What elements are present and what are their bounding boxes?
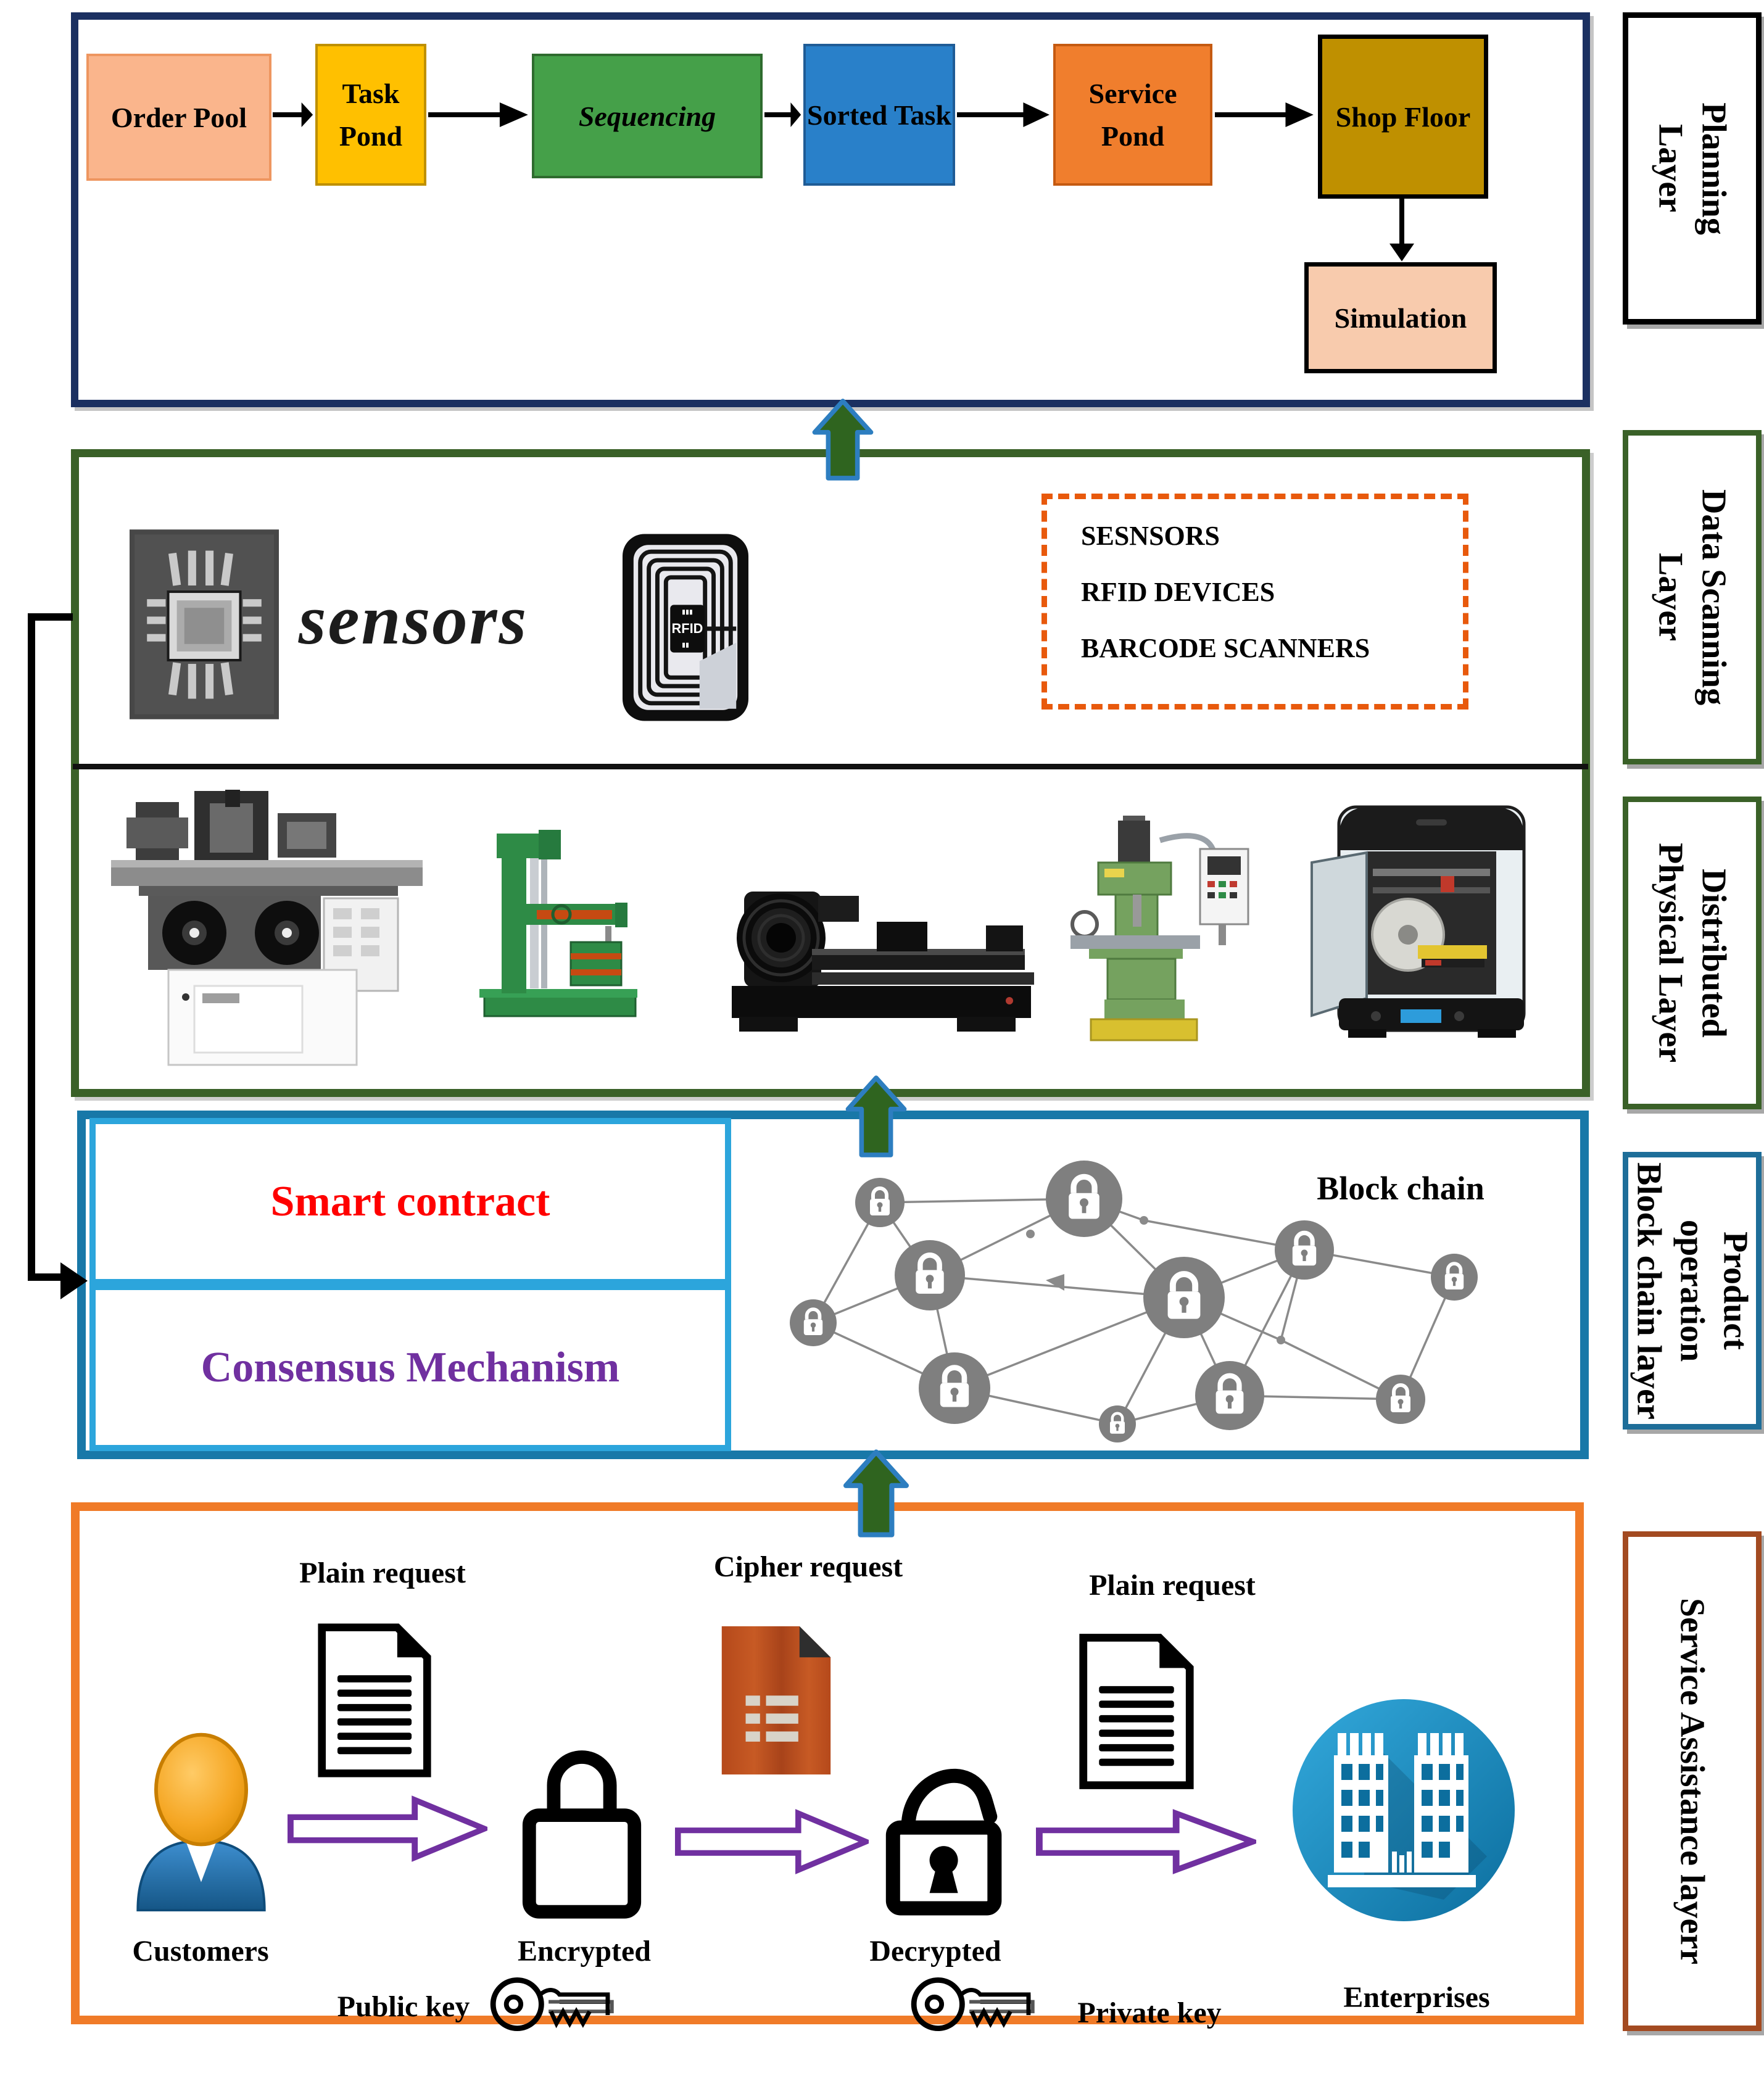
cnc-lathe-icon — [719, 858, 1046, 1037]
enterprises-label: Enterprises — [1343, 1981, 1490, 2014]
side-label-service-assistance-layer: Service Assistance layerr — [1623, 1531, 1762, 2031]
side-label-line: Physical Layer — [1651, 843, 1690, 1063]
side-label-line: Layer — [1651, 124, 1690, 213]
device-list-box: SESNSORS RFID DEVICES BARCODE SCANNERS — [1041, 494, 1468, 710]
arrow-order-to-task-icon — [273, 101, 313, 128]
sorted-task-box: Sorted Task — [803, 44, 955, 186]
closed-padlock-icon — [515, 1721, 649, 1925]
connector-top-segment — [28, 613, 73, 621]
sequencing-box: Sequencing — [532, 54, 763, 178]
up-arrow-blockchain-to-physical-icon — [842, 1075, 911, 1158]
cipher-request-label: Cipher request — [713, 1550, 903, 1583]
task-pond-box: Task Pond — [315, 44, 426, 186]
sorted-task-label: Sorted Task — [807, 99, 951, 131]
shop-floor-label: Shop Floor — [1335, 101, 1471, 133]
side-label-line: Data Scanning — [1694, 489, 1733, 706]
up-arrow-service-to-blockchain-icon — [842, 1449, 911, 1538]
rfid-tag-icon: RFID — [621, 532, 750, 723]
arrow-customers-to-encrypted-icon — [288, 1794, 492, 1863]
plain-request-label-2: Plain request — [1089, 1569, 1256, 1602]
blockchain-inner-box: Smart contract Consensus Mechanism — [89, 1118, 731, 1451]
service-pond-label: Service Pond — [1088, 78, 1177, 152]
scanning-physical-divider — [73, 764, 1588, 769]
arrow-encrypted-to-decrypted-icon — [675, 1808, 874, 1876]
private-key-icon — [909, 1963, 1036, 2045]
order-pool-label: Order Pool — [110, 101, 247, 133]
device-list-item: SESNSORS — [1081, 521, 1220, 551]
customers-label: Customers — [132, 1935, 269, 1968]
sequencing-label: Sequencing — [578, 100, 716, 132]
order-pool-box: Order Pool — [86, 54, 271, 181]
encrypted-label: Encrypted — [518, 1935, 651, 1968]
simulation-box: Simulation — [1304, 262, 1497, 373]
plain-request-label-1: Plain request — [299, 1557, 466, 1589]
cylindrical-grinder-icon — [102, 790, 432, 1067]
public-key-icon — [488, 1963, 615, 2045]
blockchain-network-graphic — [765, 1123, 1580, 1450]
radial-drill-press-icon — [478, 824, 642, 1027]
enterprises-building-icon — [1290, 1695, 1518, 1925]
sensors-logo-text: sensors — [298, 581, 529, 659]
arrow-sorted-to-service-icon — [957, 101, 1051, 128]
plain-document-icon — [314, 1623, 435, 1778]
cipher-document-icon — [715, 1623, 836, 1778]
smart-contract-cell: Smart contract — [96, 1124, 725, 1279]
arrow-shop-to-simulation-icon — [1388, 199, 1415, 262]
open-padlock-icon — [876, 1721, 1017, 1925]
sensor-chip-icon — [130, 529, 279, 719]
arrow-decrypted-to-enterprises-icon — [1036, 1808, 1262, 1876]
3d-printer-icon — [1302, 802, 1542, 1043]
smart-consensus-divider — [96, 1279, 725, 1290]
task-pond-label: Task Pond — [339, 78, 403, 152]
arrow-service-to-shop-icon — [1215, 101, 1315, 128]
simulation-label: Simulation — [1334, 302, 1467, 334]
connector-vertical-segment — [28, 613, 35, 1278]
rfid-tag-text: RFID — [672, 621, 703, 636]
side-label-line: Product operation — [1673, 1219, 1755, 1362]
side-label-line: Service Assistance layerr — [1673, 1597, 1712, 1965]
sensors-logo: sensors — [281, 568, 546, 672]
service-pond-box: Service Pond — [1053, 44, 1212, 186]
milling-machine-icon — [1061, 814, 1265, 1049]
side-label-line: Planning — [1694, 102, 1733, 235]
device-list-item: RFID DEVICES — [1081, 577, 1275, 607]
smart-contract-label: Smart contract — [270, 1177, 550, 1225]
decrypted-label: Decrypted — [869, 1935, 1001, 1968]
shop-floor-box: Shop Floor — [1318, 35, 1488, 199]
consensus-mechanism-label: Consensus Mechanism — [201, 1343, 620, 1391]
plain-document-icon — [1076, 1632, 1197, 1791]
connector-arrowhead-icon — [60, 1262, 88, 1299]
arrow-sequencing-to-sorted-icon — [764, 101, 801, 128]
private-key-label: Private key — [1077, 1997, 1222, 2029]
customer-person-icon — [127, 1723, 275, 1911]
side-label-line: Distributed — [1694, 868, 1733, 1038]
side-label-line: Block chain layer — [1629, 1162, 1668, 1420]
device-list-item: BARCODE SCANNERS — [1081, 633, 1370, 663]
up-arrow-scanning-to-planning-icon — [808, 398, 877, 481]
blockchain-network-label: Block chain — [1317, 1170, 1484, 1207]
public-key-label: Public key — [337, 1990, 470, 2023]
arrow-task-to-sequencing-icon — [428, 101, 529, 128]
consensus-mechanism-cell: Consensus Mechanism — [96, 1290, 725, 1445]
side-label-line: Layer — [1651, 553, 1690, 642]
connector-bottom-segment — [28, 1273, 62, 1281]
